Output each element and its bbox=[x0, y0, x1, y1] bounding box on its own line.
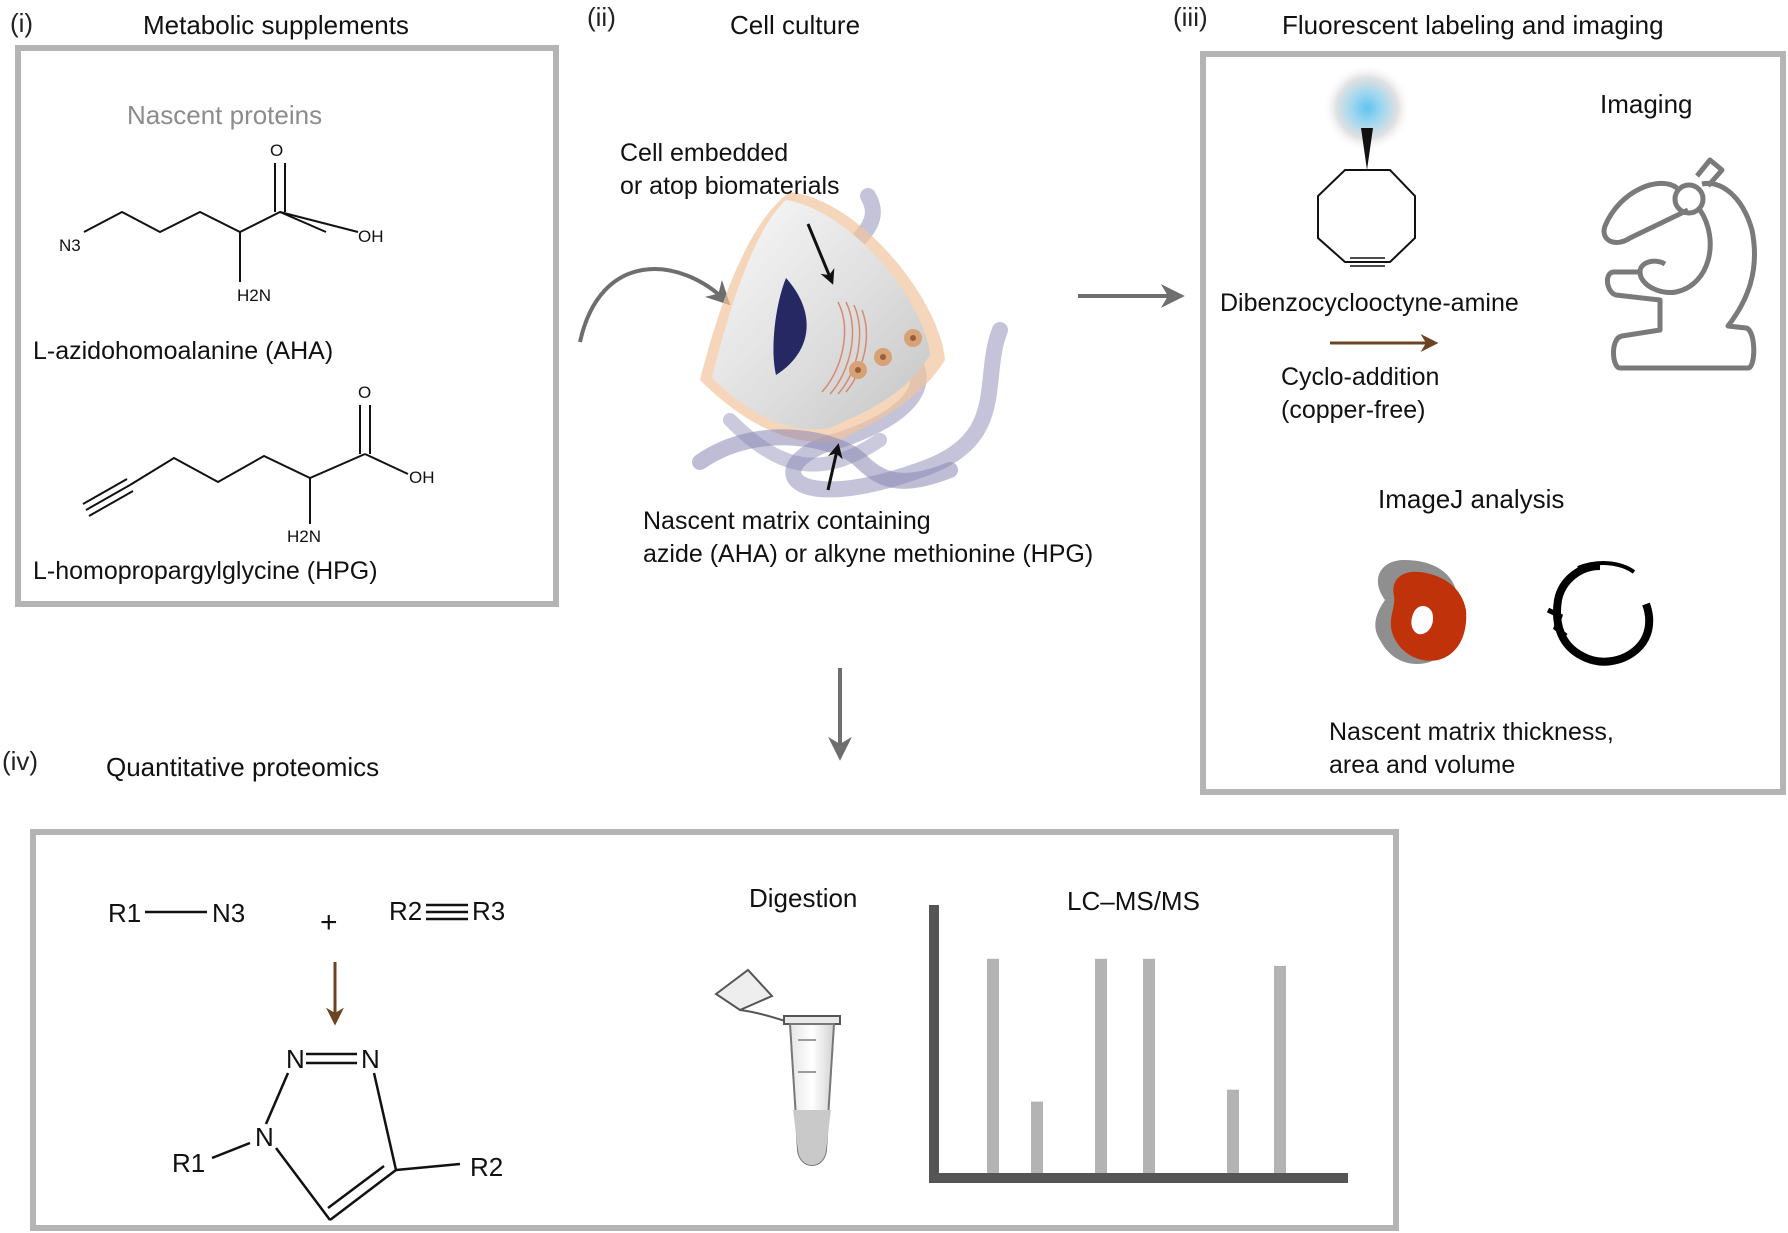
aha-oh: OH bbox=[358, 227, 384, 246]
hpg-oh: OH bbox=[409, 468, 435, 487]
panel-i-subtitle: Nascent proteins bbox=[127, 100, 323, 130]
panel-i-box bbox=[15, 45, 559, 607]
aha-structure bbox=[83, 163, 359, 282]
triazole-n-bottom: N bbox=[255, 1122, 274, 1152]
reagent-label: Dibenzocyclooctyne-amine bbox=[1220, 289, 1519, 317]
microtube-icon bbox=[714, 968, 841, 1166]
panel-iii-label: (iii) bbox=[1173, 2, 1208, 32]
result-line1: Nascent matrix thickness, bbox=[1329, 718, 1614, 746]
panel-ii-title: Cell culture bbox=[730, 10, 861, 40]
reactant2-left: R2 bbox=[389, 896, 423, 926]
reactant1-group: N3 bbox=[212, 898, 246, 928]
chart-bar-3 bbox=[1095, 958, 1107, 1173]
panel-ii-label: (ii) bbox=[587, 2, 616, 32]
curved-arrow-to-culture bbox=[578, 267, 731, 343]
aha-n3: N3 bbox=[59, 236, 81, 255]
cell-illustration bbox=[692, 188, 1008, 498]
product-r2: R2 bbox=[470, 1152, 504, 1182]
panel-iv-label: (iv) bbox=[2, 746, 39, 776]
lcms-label: LC–MS/MS bbox=[1067, 886, 1200, 916]
matrix-pointer-arrow bbox=[826, 443, 843, 491]
lcms-chart bbox=[929, 905, 1348, 1183]
reactant2-right: R3 bbox=[472, 896, 506, 926]
panel-iv-box bbox=[30, 829, 1399, 1231]
matrix-line2: azide (AHA) or alkyne methionine (HPG) bbox=[643, 540, 1094, 568]
chart-bar-2 bbox=[1031, 1101, 1043, 1173]
aha-name: L-azidohomoalanine (AHA) bbox=[33, 337, 334, 365]
cyclooctyne-ring bbox=[1317, 169, 1416, 263]
result-line2: area and volume bbox=[1329, 751, 1516, 779]
hpg-name: L-homopropargylglycine (HPG) bbox=[33, 557, 378, 585]
panel-iii-title: Fluorescent labeling and imaging bbox=[1282, 10, 1664, 40]
chart-bar-5 bbox=[1227, 1089, 1239, 1173]
plus-sign: + bbox=[320, 906, 338, 939]
reaction-line2: (copper-free) bbox=[1281, 396, 1426, 424]
aha-nh2: H2N bbox=[237, 286, 272, 305]
imagej-label: ImageJ analysis bbox=[1378, 484, 1565, 514]
golgi-icon bbox=[821, 301, 868, 395]
triazole-ring bbox=[211, 1052, 461, 1221]
matrix-line1: Nascent matrix containing bbox=[643, 507, 931, 535]
triazole-n-left: N bbox=[286, 1044, 305, 1074]
embedded-line1: Cell embedded bbox=[620, 139, 789, 167]
panel-iii-box bbox=[1200, 51, 1786, 795]
hpg-nh2: H2N bbox=[287, 527, 322, 546]
imaging-label: Imaging bbox=[1600, 89, 1693, 119]
product-r1: R1 bbox=[172, 1148, 206, 1178]
chart-bar-6 bbox=[1274, 965, 1286, 1173]
hpg-o: O bbox=[358, 383, 372, 402]
reaction-line1: Cyclo-addition bbox=[1281, 363, 1440, 391]
reactant1-label: R1 bbox=[108, 898, 142, 928]
thresholded-section-image bbox=[1546, 561, 1654, 666]
reaction-bonds bbox=[145, 903, 468, 921]
embedded-line2: or atop biomaterials bbox=[620, 172, 840, 200]
fluorophore-icon bbox=[1323, 64, 1411, 152]
chart-bar-1 bbox=[987, 958, 999, 1173]
triazole-n-right: N bbox=[361, 1044, 380, 1074]
vesicle-icons bbox=[849, 329, 922, 379]
embedded-pointer-arrow bbox=[806, 223, 835, 285]
hpg-structure bbox=[82, 405, 409, 524]
chart-bar-4 bbox=[1143, 958, 1155, 1173]
digestion-label: Digestion bbox=[749, 883, 858, 913]
panel-iv-title: Quantitative proteomics bbox=[106, 752, 380, 782]
aha-o: O bbox=[270, 141, 284, 160]
panel-i-label: (i) bbox=[10, 8, 34, 38]
microscope-icon bbox=[1601, 157, 1757, 371]
stained-section-image bbox=[1375, 560, 1467, 664]
panel-i-title: Metabolic supplements bbox=[143, 10, 409, 40]
